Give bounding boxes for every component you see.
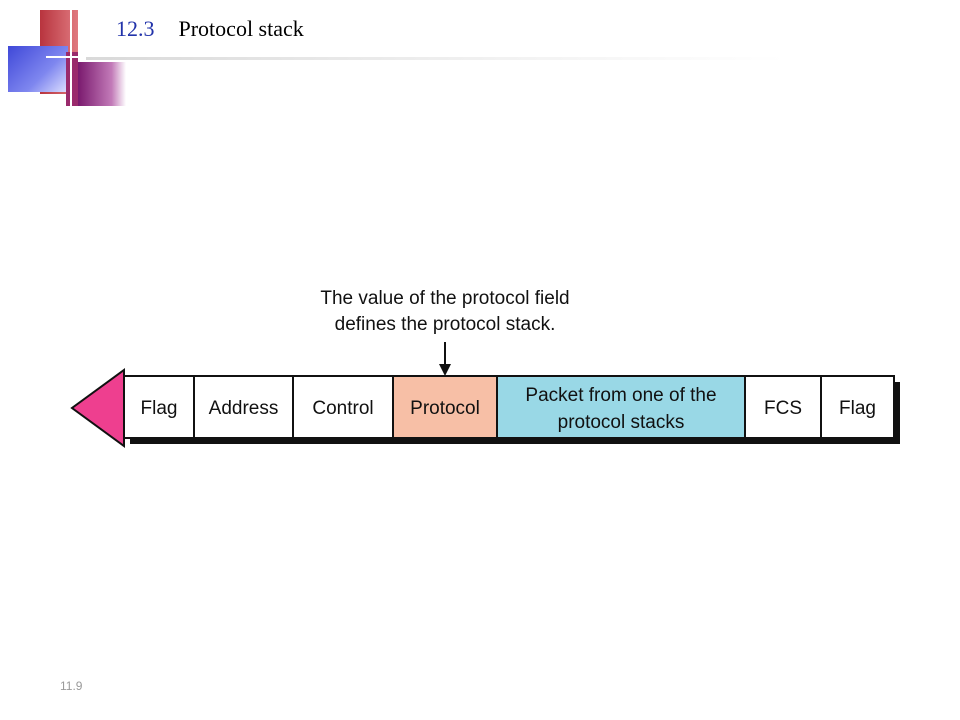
caption-line-2: defines the protocol stack. (334, 314, 556, 335)
field-address: Address (193, 375, 294, 439)
section-title: Protocol stack (178, 16, 304, 41)
field-packet-label-line-1: Packet from one of the (525, 385, 716, 406)
page-number: 11.9 (60, 679, 83, 693)
section-number: 12.3 (116, 16, 155, 41)
direction-arrow-icon (70, 368, 125, 448)
field-control-label: Control (312, 398, 373, 419)
slide-title: 12.3 Protocol stack (116, 16, 304, 42)
field-fcs-label: FCS (764, 398, 802, 419)
field-protocol-label: Protocol (410, 398, 480, 419)
field-flag-end: Flag (820, 375, 895, 439)
field-address-box (193, 375, 294, 439)
field-flag-start-box (123, 375, 195, 439)
field-protocol-box (392, 375, 498, 439)
field-fcs: FCS (744, 375, 822, 439)
pointer-arrow-head (439, 364, 451, 376)
field-protocol: Protocol (392, 375, 498, 439)
field-control: Control (292, 375, 394, 439)
field-fcs-box (744, 375, 822, 439)
field-packet-label-line-2: protocol stacks (558, 412, 685, 433)
field-address-label: Address (209, 398, 279, 419)
frame-fields: Flag Address Control Protocol Packet fro… (123, 375, 895, 439)
corner-decoration-magenta (66, 52, 78, 106)
field-packet: Packet from one of the protocol stacks (496, 375, 746, 439)
field-control-box (292, 375, 394, 439)
protocol-field-caption: The value of the protocol field defines … (250, 286, 640, 338)
field-flag-start: Flag (123, 375, 195, 439)
corner-decoration-blue (8, 46, 68, 92)
title-underline (86, 57, 786, 60)
corner-divider-vertical (70, 0, 72, 106)
caption-line-1: The value of the protocol field (320, 288, 570, 309)
field-flag-end-box (820, 375, 895, 439)
field-flag-end-label: Flag (839, 398, 876, 419)
corner-decoration-purple (78, 62, 126, 106)
field-flag-start-label: Flag (141, 398, 178, 419)
